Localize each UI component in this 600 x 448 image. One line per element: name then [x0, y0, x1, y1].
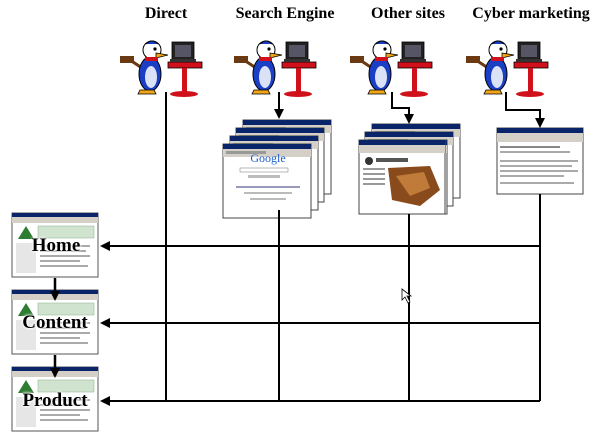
user-duck-icon-marketing: [464, 39, 550, 99]
mouse-cursor-icon: [401, 288, 413, 304]
marketing-email-window: [496, 127, 584, 195]
stage-label-content: Content: [22, 312, 88, 333]
marketing-user-to-email-arrow: [505, 92, 545, 128]
search-engine-logo: Google: [250, 151, 285, 165]
source-label-direct: Direct: [144, 5, 188, 22]
other-user-to-sites-arrow: [391, 92, 414, 124]
search-engine-browser-stack: Google: [222, 119, 332, 219]
stage-label-home: Home: [31, 235, 81, 256]
user-duck-icon-direct: [118, 39, 204, 99]
user-duck-icon-search: [232, 39, 318, 99]
user-duck-icon-other-sites: [348, 39, 434, 99]
source-label-cyber-marketing: Cyber marketing: [472, 5, 590, 22]
source-label-other-sites: Other sites: [371, 5, 445, 22]
other-sites-browser-stack: [358, 123, 461, 215]
source-label-search-engine: Search Engine: [235, 5, 335, 22]
stage-label-product: Product: [22, 390, 88, 411]
